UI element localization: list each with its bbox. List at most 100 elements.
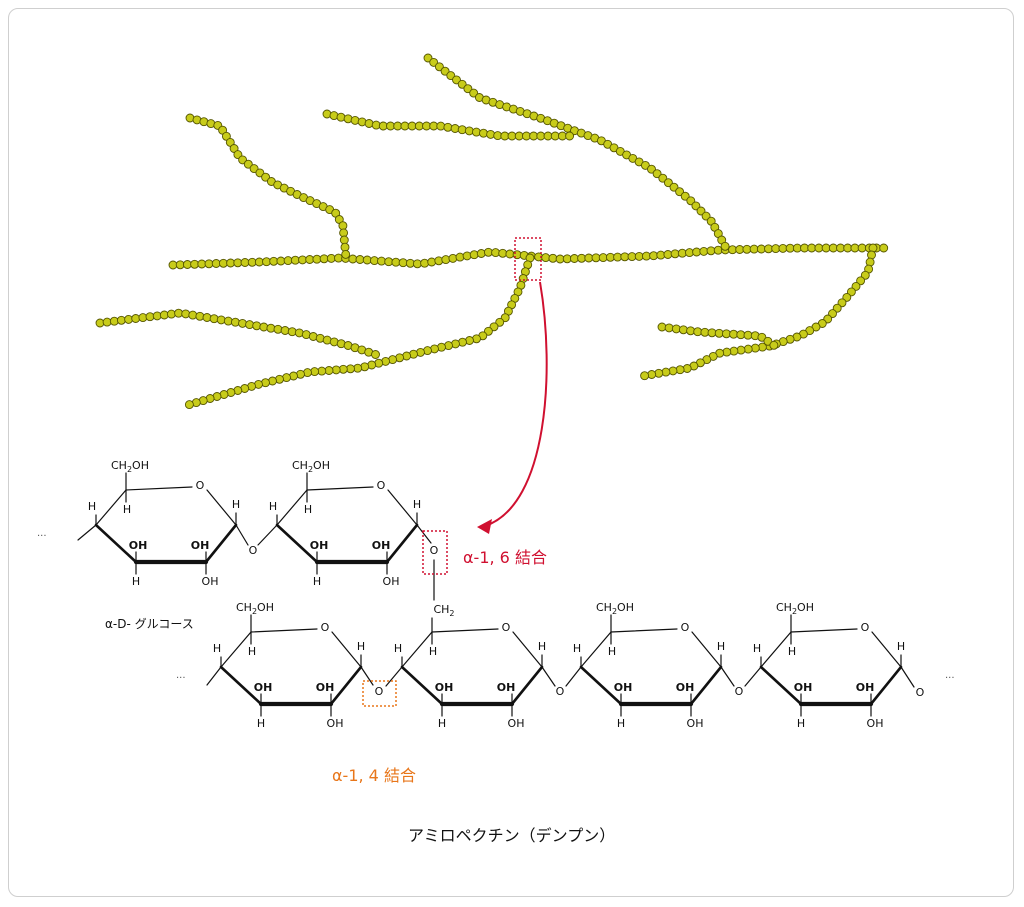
glucose-bead (338, 221, 348, 231)
bond (385, 666, 403, 687)
ch2oh-group: CH2OH (776, 601, 814, 616)
hydrogen: H (538, 640, 546, 653)
glucose-bead (763, 336, 773, 346)
hydroxyl-group: OH (254, 681, 273, 694)
glucose-bead (202, 313, 212, 322)
ring-bond (250, 628, 318, 633)
bond (206, 666, 222, 686)
ellipsis-left-top: ··· (37, 531, 47, 542)
glucose-bead (287, 327, 297, 337)
glucose-bead (548, 253, 558, 263)
bond (541, 666, 556, 687)
glycosidic-oxygen: O (556, 685, 565, 698)
glucose-bead (476, 249, 486, 258)
alpha14-label: α-1, 4 結合 (332, 766, 416, 785)
glucose-bead (479, 128, 488, 138)
glucose-bead (188, 310, 198, 320)
glycosidic-oxygen-alpha14: O (375, 685, 384, 698)
glucose-bead (243, 159, 253, 169)
glucose-bead (455, 252, 465, 262)
hydrogen: H (269, 500, 277, 513)
glucose-bead (209, 314, 219, 324)
alpha14-oxygen-highlight (362, 680, 397, 707)
ring-bond (331, 631, 362, 668)
hydrogen: H (88, 500, 96, 513)
ring-bond (95, 489, 127, 526)
glycosidic-oxygen-alpha16: O (430, 544, 439, 557)
glucose-bead (166, 309, 176, 319)
glucose-bead (364, 119, 374, 128)
glucose-bead (195, 311, 205, 321)
ring-bond-bold (275, 523, 319, 564)
glycosidic-oxygen: O (735, 685, 744, 698)
glucose-bead (769, 340, 779, 350)
glucose-bead (867, 250, 876, 260)
glucose-bead (252, 321, 262, 331)
glucose-bead (652, 169, 662, 179)
glucose-bead (339, 235, 349, 245)
hydroxyl-group: OH (856, 681, 875, 694)
ring-bond-bold (759, 665, 803, 706)
glucose-bead (462, 251, 472, 261)
glucose-bead (336, 112, 346, 122)
ring-bond-bold (329, 665, 363, 706)
ring-bond (276, 489, 308, 526)
ring-bond (206, 489, 237, 526)
hydrogen: H (617, 717, 625, 730)
glucose-bead (102, 317, 112, 327)
hydrogen: H (717, 640, 725, 653)
ring-bond-bold (869, 665, 903, 706)
glucose-bead (654, 368, 664, 378)
glucose-chain-1 (168, 243, 889, 270)
glucose-bead (879, 243, 889, 253)
hydrogen: H (248, 645, 256, 658)
hydrogen: H (257, 717, 265, 730)
hydrogen: H (304, 503, 312, 516)
glucose-bead (441, 255, 451, 265)
glucose-bead (448, 253, 458, 263)
branch-arrow-head (477, 519, 492, 534)
glucose-bead (436, 121, 446, 131)
ring-oxygen: O (377, 479, 386, 492)
glucose-chain-6 (184, 253, 535, 410)
glucose-bead (427, 257, 437, 267)
hydrogen: H (797, 717, 805, 730)
ch2oh-group: CH2OH (111, 459, 149, 474)
hydrogen: H (132, 575, 140, 588)
ring-bond-bold (400, 665, 444, 706)
diagram-title: アミロペクチン（デンプン） (408, 826, 615, 845)
glucose-bead (469, 250, 479, 260)
hydroxyl-group: OH (372, 539, 391, 552)
hydrogen: H (232, 498, 240, 511)
hydroxyl-group: OH (327, 717, 344, 730)
glucose-chain-4 (185, 113, 351, 259)
ring-bond (125, 486, 193, 491)
glucose-bead (131, 314, 141, 323)
hydrogen: H (788, 645, 796, 658)
bond (565, 666, 582, 687)
ring-bond (790, 628, 858, 633)
hydroxyl-group: OH (129, 539, 148, 552)
glucose-bead (273, 324, 283, 334)
bond (416, 524, 432, 544)
hydroxyl-group: OH (383, 575, 400, 588)
glucose-chain-3 (322, 109, 575, 141)
glucose-chain-2 (423, 53, 730, 251)
hydroxyl-group: OH (497, 681, 516, 694)
hydrogen: H (608, 645, 616, 658)
glucose-chain-5 (95, 308, 380, 359)
ch2oh-group: CH2OH (236, 601, 274, 616)
glucose-bead (757, 332, 767, 342)
alpha16-oxygen-highlight (422, 530, 448, 575)
glucose-bead (664, 323, 674, 333)
ring-bond (306, 486, 374, 491)
glucose-bead (661, 367, 671, 377)
hydrogen: H (123, 503, 131, 516)
glucose-bead (420, 258, 430, 268)
bond (744, 666, 762, 687)
glucose-bead (443, 122, 453, 132)
glucose-bead (450, 124, 460, 133)
glucose-bead (457, 125, 467, 135)
ring-oxygen: O (502, 621, 511, 634)
glucose-bead (647, 370, 657, 379)
